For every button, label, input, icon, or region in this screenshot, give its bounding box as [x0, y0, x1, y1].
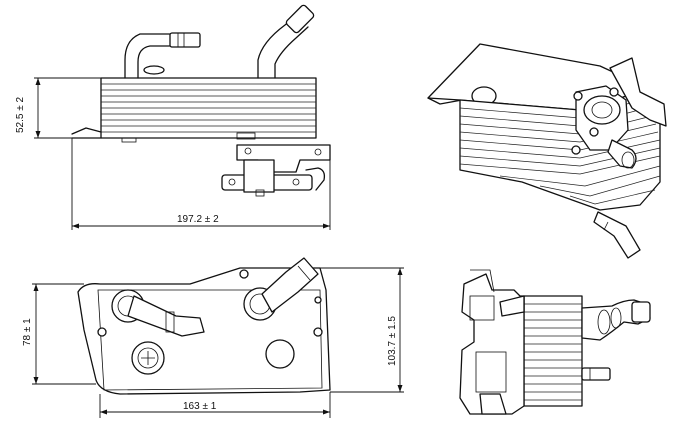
end-view-lower-tube [581, 367, 611, 381]
iso-thermostat-housing [571, 85, 637, 169]
front-view-port-left [111, 289, 205, 337]
iso-bracket [609, 57, 667, 127]
dim-label-width-front: 78 ± 1 [22, 318, 33, 346]
side-view-outlet-pipe [257, 13, 309, 79]
side-view-fins [101, 83, 316, 133]
end-view-fins [524, 303, 582, 401]
dim-label-length-side: 197.2 ± 2 [177, 214, 219, 225]
side-view: 52.5 ± 2 197.2 ± 2 [15, 4, 331, 230]
side-view-fitting [221, 144, 331, 197]
side-view-inlet-pipe [124, 33, 171, 79]
end-view [459, 269, 651, 415]
dim-label-height-front: 103.7 ± 1.5 [387, 316, 398, 366]
dim-label-height-side: 52.5 ± 2 [15, 96, 26, 133]
end-view-pipe [581, 299, 651, 341]
side-view-bracket [71, 127, 102, 139]
dim-label-length-front: 163 ± 1 [183, 401, 217, 412]
end-view-housing [459, 273, 525, 415]
isometric-view [427, 43, 667, 259]
end-view-core [523, 295, 583, 407]
iso-lower-pipe [593, 211, 641, 259]
front-view: 78 ± 1 163 ± 1 103.7 ± 1.5 [22, 257, 404, 418]
front-view-port-lower-right [265, 339, 295, 369]
front-view-port-right [243, 257, 319, 321]
